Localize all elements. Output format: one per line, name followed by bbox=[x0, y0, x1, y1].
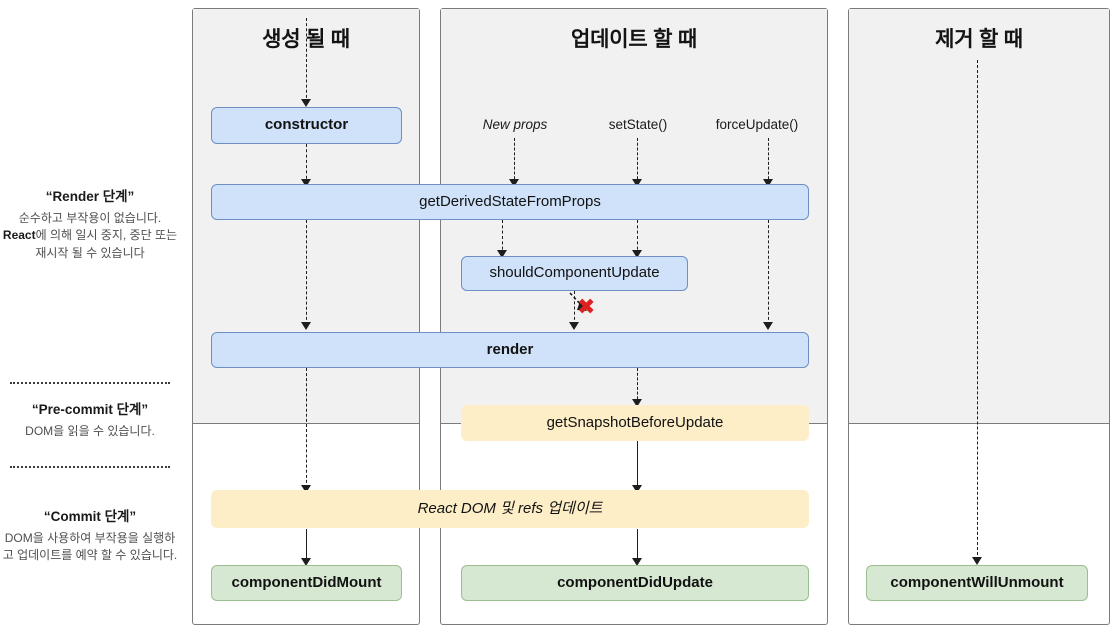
connector-new-props-to-gdsfp bbox=[514, 138, 515, 184]
connector-mount-entry bbox=[306, 18, 307, 103]
arrowhead-mount-entry bbox=[301, 99, 311, 107]
lifecycle-box-component-did-update[interactable]: componentDidUpdate bbox=[461, 565, 809, 601]
legend-pre-commit-phase-description: DOM을 읽을 수 있습니다. bbox=[25, 424, 155, 438]
connector-render-to-snapshot bbox=[637, 368, 638, 404]
arrowhead-gdsfp-to-scu-left bbox=[497, 250, 507, 258]
lifecycle-box-should-component-update[interactable]: shouldComponentUpdate bbox=[461, 256, 688, 291]
connector-force-update-to-gdsfp bbox=[768, 138, 769, 184]
lifecycle-box-component-will-unmount[interactable]: componentWillUnmount bbox=[866, 565, 1088, 601]
connector-gdsfp-to-scu-right bbox=[637, 220, 638, 255]
lifecycle-box-get-derived-state-from-props[interactable]: getDerivedStateFromProps bbox=[211, 184, 809, 220]
arrowhead-unmount-to-will-unmount bbox=[972, 557, 982, 565]
legend-render-phase: “Render 단계” 순수하고 부작용이 없습니다. React에 의해 일시… bbox=[2, 185, 178, 262]
connector-reactdom-to-did-mount bbox=[306, 529, 307, 561]
legend-commit-phase-description: DOM을 사용하여 부작용을 실행하고 업데이트를 예약 할 수 있습니다. bbox=[2, 531, 178, 563]
legend-divider-bottom bbox=[10, 466, 170, 468]
connector-reactdom-to-did-update bbox=[637, 529, 638, 561]
trigger-label-set-state: setState() bbox=[608, 117, 668, 132]
connector-unmount-entry bbox=[977, 60, 978, 560]
abort-x-icon: ✖ bbox=[577, 295, 596, 320]
arrowhead-reactdom-to-did-mount bbox=[301, 558, 311, 566]
column-title-updating: 업데이트 할 때 bbox=[571, 28, 697, 51]
trigger-label-new-props: New props bbox=[482, 117, 548, 132]
trigger-label-force-update: forceUpdate() bbox=[715, 117, 799, 132]
legend-commit-phase: “Commit 단계” DOM을 사용하여 부작용을 실행하고 업데이트를 예약… bbox=[2, 505, 178, 565]
connector-gdsfp-to-render-mount bbox=[306, 220, 307, 325]
lifecycle-box-render[interactable]: render bbox=[211, 332, 809, 368]
arrowhead-new-props-to-gdsfp bbox=[509, 179, 519, 187]
connector-force-update-bypass-to-render bbox=[768, 220, 769, 325]
legend-pre-commit-phase: “Pre-commit 단계” DOM을 읽을 수 있습니다. bbox=[2, 398, 178, 440]
legend-pre-commit-phase-title: “Pre-commit 단계” bbox=[31, 402, 149, 417]
connector-gdsfp-to-scu-left bbox=[502, 220, 503, 255]
arrowhead-reactdom-to-did-update bbox=[632, 558, 642, 566]
connector-set-state-to-gdsfp bbox=[637, 138, 638, 184]
connector-constructor-to-gdsfp bbox=[306, 144, 307, 184]
legend-render-phase-title: “Render 단계” bbox=[45, 189, 135, 204]
column-title-unmounting: 제거 할 때 bbox=[935, 28, 1023, 51]
legend-render-phase-description: 순수하고 부작용이 없습니다. React에 의해 일시 중지, 중단 또는 재… bbox=[2, 211, 178, 260]
arrowhead-render-to-snapshot bbox=[632, 399, 642, 407]
arrowhead-scu-to-render bbox=[569, 322, 579, 330]
arrowhead-render-to-reactdom-mount bbox=[301, 485, 311, 493]
connector-scu-to-render bbox=[574, 291, 575, 325]
legend-commit-phase-title: “Commit 단계” bbox=[43, 509, 137, 524]
unmounting-render-phase-region bbox=[849, 9, 1109, 424]
lifecycle-box-component-did-mount[interactable]: componentDidMount bbox=[211, 565, 402, 601]
connector-render-to-reactdom-mount bbox=[306, 368, 307, 488]
arrowhead-gdsfp-to-render-mount bbox=[301, 322, 311, 330]
lifecycle-box-constructor[interactable]: constructor bbox=[211, 107, 402, 144]
abort-branch-arrow bbox=[569, 292, 587, 311]
arrowhead-force-update-to-gdsfp bbox=[763, 179, 773, 187]
column-panel-unmounting: 제거 할 때 bbox=[848, 8, 1110, 625]
arrowhead-gdsfp-to-scu-right bbox=[632, 250, 642, 258]
lifecycle-box-get-snapshot-before-update[interactable]: getSnapshotBeforeUpdate bbox=[461, 405, 809, 441]
lifecycle-box-react-dom-and-refs[interactable]: React DOM 및 refs 업데이트 bbox=[211, 490, 809, 528]
column-panel-updating: 업데이트 할 때 bbox=[440, 8, 828, 625]
connector-snapshot-to-reactdom bbox=[637, 441, 638, 489]
arrowhead-constructor-to-gdsfp bbox=[301, 179, 311, 187]
arrowhead-snapshot-to-reactdom bbox=[632, 485, 642, 493]
arrowhead-force-update-bypass-to-render bbox=[763, 322, 773, 330]
legend-divider-top bbox=[10, 382, 170, 384]
arrowhead-set-state-to-gdsfp bbox=[632, 179, 642, 187]
